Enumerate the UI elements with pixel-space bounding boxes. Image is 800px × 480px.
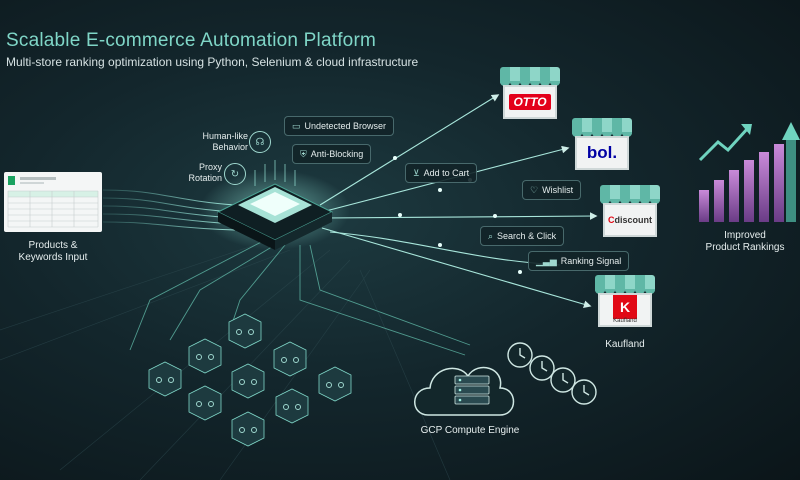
- wishlist-text: Wishlist: [542, 185, 574, 195]
- cdiscount-logo: Cdiscount: [608, 215, 652, 225]
- store-otto: OTTO: [500, 67, 560, 119]
- store-awning: [595, 275, 655, 294]
- store-front: bol.: [575, 136, 629, 170]
- undetected-browser-text: Undetected Browser: [304, 121, 387, 131]
- store-bol: bol.: [572, 118, 632, 170]
- page-subtitle: Multi-store ranking optimization using P…: [6, 55, 419, 69]
- rankings-label: Improved Product Rankings: [690, 230, 800, 254]
- undetected-browser-pill: ▭ Undetected Browser: [284, 116, 395, 136]
- cdiscount-logo-rest: discount: [614, 215, 653, 225]
- ranking-signal-pill: ▁▃▅ Ranking Signal: [528, 251, 630, 271]
- spreadsheet-icon: [4, 172, 102, 232]
- shield-icon: ⛨: [300, 148, 307, 159]
- floor-grid: [0, 229, 451, 480]
- rankings-label-line1: Improved: [724, 230, 766, 241]
- page-title: Scalable E-commerce Automation Platform: [6, 30, 377, 51]
- store-awning: [572, 118, 632, 137]
- compute-label: GCP Compute Engine: [420, 425, 520, 436]
- add-to-cart-pill: ⊻ Add to Cart: [405, 163, 478, 183]
- human-like-line2: Behavior: [212, 142, 248, 152]
- search-click-pill: ⌕ Search & Click: [480, 226, 565, 246]
- rankings-label-line2: Product Rankings: [705, 242, 785, 253]
- input-label-line2: Keywords Input: [18, 252, 88, 263]
- add-to-cart-text: Add to Cart: [423, 168, 470, 178]
- store-front: Cdiscount: [603, 203, 657, 237]
- signal-bars-icon: ▁▃▅: [536, 255, 557, 266]
- kaufland-logo-text: Kaufland: [613, 318, 637, 324]
- search-icon: ⌕: [488, 230, 494, 241]
- clock-icons: [507, 342, 597, 405]
- proxy-label: Proxy Rotation: [174, 162, 222, 184]
- cart-icon: ⊻: [413, 167, 420, 178]
- store-kaufland: K Kaufland: [595, 275, 655, 327]
- cloud-icon: [414, 366, 515, 416]
- trend-up-arrow-icon: [698, 122, 800, 222]
- input-label-line1: Products &: [28, 240, 78, 251]
- cdiscount-logo-c: C: [608, 215, 615, 225]
- browser-icon: ▭: [292, 120, 301, 131]
- anti-blocking-pill: ⛨ Anti-Blocking: [292, 144, 372, 164]
- cloud-connectors: [129, 239, 471, 356]
- rotation-icon: ↻: [224, 163, 246, 185]
- proxy-line1: Proxy: [198, 162, 222, 172]
- human-like-label: Human-like Behavior: [188, 131, 248, 153]
- bol-logo: bol.: [586, 143, 618, 162]
- proxy-line2: Rotation: [188, 173, 222, 183]
- kaufland-logo: K: [613, 295, 637, 319]
- human-like-line1: Human-like: [202, 131, 248, 141]
- kaufland-label: Kaufland: [605, 339, 645, 350]
- store-cdiscount: Cdiscount: [600, 185, 660, 237]
- server-icon: [454, 375, 490, 405]
- store-awning: [600, 185, 660, 204]
- rankings-bar-chart: [699, 144, 784, 222]
- search-click-text: Search & Click: [497, 231, 557, 241]
- store-front: K Kaufland: [598, 293, 652, 327]
- container-cluster: [148, 313, 352, 447]
- input-label: Products & Keywords Input: [10, 240, 96, 264]
- heart-icon: ♡: [530, 184, 539, 195]
- ranking-signal-text: Ranking Signal: [560, 256, 622, 266]
- store-front: OTTO: [503, 85, 557, 119]
- wishlist-pill: ♡ Wishlist: [522, 180, 582, 200]
- store-awning: [500, 67, 560, 86]
- brain-icon: ☊: [249, 131, 271, 153]
- otto-logo: OTTO: [509, 94, 551, 110]
- anti-blocking-text: Anti-Blocking: [310, 149, 364, 159]
- automation-chip: [200, 160, 350, 250]
